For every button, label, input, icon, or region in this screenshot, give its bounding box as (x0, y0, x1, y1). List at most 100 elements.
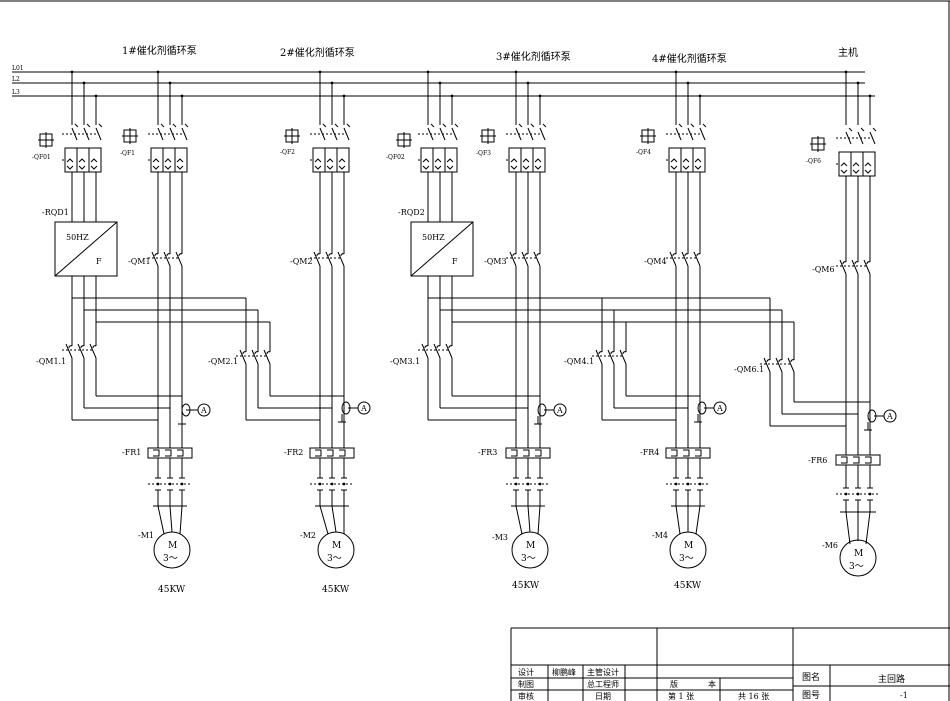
contactor-arc (242, 351, 247, 355)
contactor-contact (669, 251, 677, 267)
overload-element (165, 449, 172, 457)
contactor-arc (696, 253, 701, 257)
overload-element (841, 456, 848, 464)
circuit-title-3: 3#催化剂循环泵 (496, 50, 571, 63)
junction-dot (168, 81, 172, 85)
contactor-contact (325, 251, 333, 267)
tb-designer: 柳鹏峰 (552, 667, 576, 677)
overload-element (853, 456, 860, 464)
circuit-graphics: M3～AM3～AM3～AM3～AM3～A (38, 70, 897, 577)
contactor-arc (672, 253, 677, 257)
tb-drawing: 制图 (518, 679, 534, 689)
contactor-arc (328, 253, 333, 257)
label-rqd1: -RQD1 (42, 208, 69, 217)
contactor-arc (254, 351, 259, 355)
label-qm4-1: -QM4.1 (564, 357, 594, 366)
label-m4: -M4 (652, 531, 668, 540)
contactor-contact (421, 343, 429, 359)
trip-unit-symbol (694, 158, 702, 170)
breaker-contact (172, 123, 177, 128)
trip-unit (336, 147, 350, 173)
contactor-arc (154, 253, 159, 257)
contactor-arc (790, 359, 795, 363)
label-rqd2: -RQD2 (398, 208, 425, 217)
label-qf6: -QF6 (806, 158, 821, 165)
ammeter-label: A (716, 404, 723, 413)
junction-dot (686, 81, 690, 85)
breaker-contact (702, 123, 707, 128)
contactor-contact (89, 343, 97, 359)
junction-dot (342, 94, 346, 98)
ammeter-label: A (360, 404, 367, 413)
label-m6: -M6 (822, 541, 838, 550)
junction-dot (330, 81, 334, 85)
trip-unit-symbol (338, 158, 346, 170)
contactor-contact (163, 251, 171, 267)
label-qm1-1: -QM1.1 (36, 357, 66, 366)
power-m3: 45KW (512, 581, 540, 591)
power-m2: 45KW (322, 585, 350, 595)
contactor-contact (151, 251, 159, 267)
breaker-contact (690, 123, 695, 128)
tb-date: 日期 (595, 692, 611, 701)
overload-element (327, 449, 334, 457)
overload-element (339, 449, 346, 457)
motor-m-label: M (526, 541, 535, 551)
label-qm1: -QM1 (128, 257, 151, 266)
junction-dot (698, 94, 702, 98)
contactor-arc (266, 351, 271, 355)
trip-unit-symbol (434, 158, 442, 170)
component-labels: -QF01 -QF1 -RQD1 50HZ F -QM1 -QM1.1 -FR1… (32, 149, 838, 595)
label-m1: -M1 (138, 531, 154, 540)
label-qf4: -QF4 (636, 149, 651, 156)
trip-unit-symbol (670, 158, 678, 170)
trip-unit-symbol (522, 158, 530, 170)
label-qm4: -QM4 (644, 257, 667, 266)
overload-element (315, 449, 322, 457)
ammeter-label: A (556, 406, 563, 415)
junction-dot (844, 70, 848, 74)
motor-lead (527, 505, 531, 533)
ammeter-label: A (886, 412, 893, 421)
junction-dot (538, 94, 542, 98)
breaker-contact (872, 127, 877, 132)
contactor-arc (684, 253, 689, 257)
contactor-contact (851, 259, 859, 275)
motor-phase-label: 3～ (327, 554, 342, 564)
label-fr4: -FR4 (640, 448, 659, 457)
junction-dot (180, 94, 184, 98)
contactor-contact (607, 349, 615, 365)
contactor-arc (842, 261, 847, 265)
tb-name-label: 图名 (802, 671, 820, 683)
breaker-contact (530, 123, 535, 128)
overload-element (535, 449, 542, 457)
contactor-contact (681, 251, 689, 267)
contactor-arc (424, 345, 429, 349)
tb-name: 主回路 (878, 673, 905, 685)
motor-m-label: M (854, 549, 863, 559)
bus-label-l3: L3 (12, 89, 20, 96)
label-qf1: -QF1 (120, 150, 135, 157)
vfd1-f: F (96, 257, 102, 266)
contactor-contact (595, 349, 603, 365)
tb-review: 审核 (518, 691, 534, 701)
motor-lead (319, 505, 329, 535)
breaker-contact (322, 123, 327, 128)
breaker-contact (430, 123, 435, 128)
contactor-contact (263, 349, 271, 365)
label-qf01: -QF01 (32, 154, 51, 161)
vfd-diagonal (54, 221, 118, 277)
trip-unit (862, 151, 876, 177)
contactor-contact (839, 259, 847, 275)
breaker-contact (542, 123, 547, 128)
motor-m-label: M (332, 541, 341, 551)
label-qm3: -QM3 (484, 257, 507, 266)
contactor-arc (178, 253, 183, 257)
circuit-title-1: 1#催化剂循环泵 (122, 44, 197, 57)
circuit-title-main: 主机 (838, 46, 858, 59)
contactor-arc (512, 253, 517, 257)
motor-lead (695, 505, 701, 535)
trip-unit-symbol (164, 158, 172, 170)
trip-unit-symbol (864, 162, 872, 174)
